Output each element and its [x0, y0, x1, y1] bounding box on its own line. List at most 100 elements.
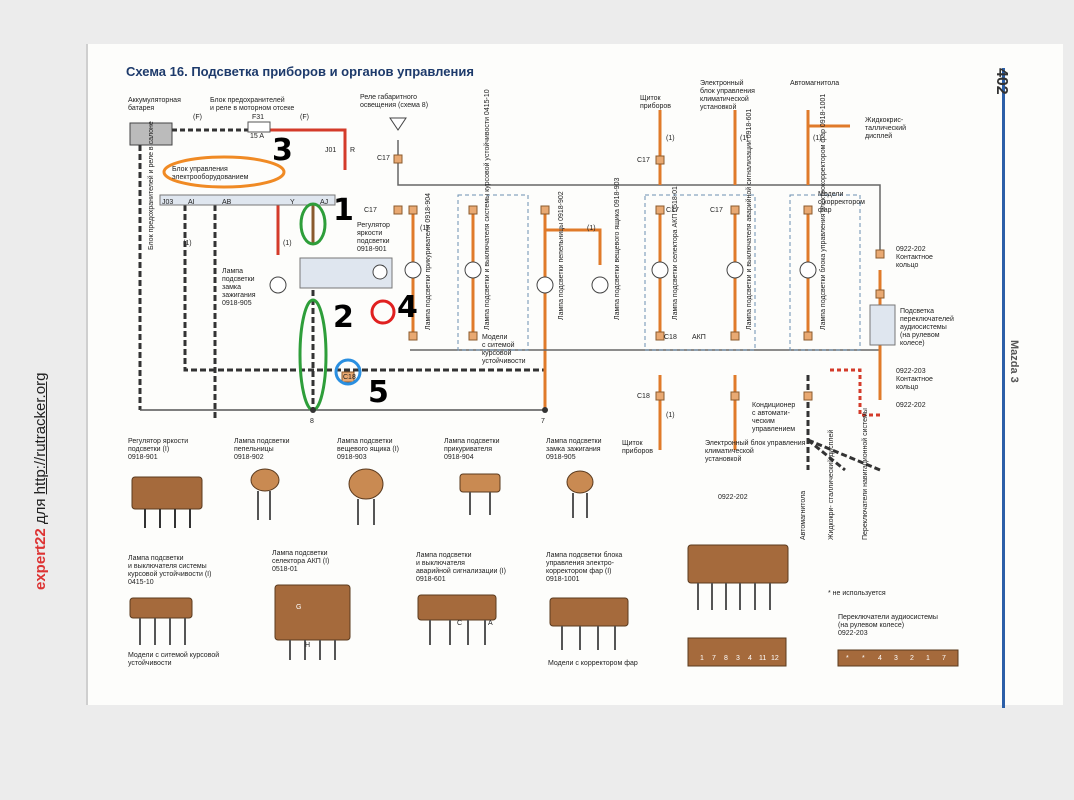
connector-0922-202	[687, 544, 789, 584]
pin-203-1: 1	[926, 655, 930, 662]
annotation-1: 1	[333, 193, 354, 228]
headlamp-models-box	[789, 194, 861, 351]
vlabel-glovebox: Лампа подсветки вещевого ящика 0918-903	[614, 177, 621, 320]
pin-203-b: *	[862, 655, 865, 662]
lamp-akp	[651, 261, 669, 279]
note-not-used: * не используется	[828, 590, 886, 597]
wire-fuse-red	[270, 128, 347, 170]
lamp-dimmer	[372, 264, 388, 280]
conn-label-0518-01: Лампа подсветки селектора АКП (I) 0518-0…	[272, 550, 330, 573]
conn-label-0918-905: Лампа подсветки замка зажигания 0918-905	[546, 438, 602, 461]
wire-label-ab: AB	[222, 199, 232, 206]
note-headlamp-models: Модели с корректором фар	[548, 660, 638, 667]
label-fuse-box-cabin: Блок предохранителей и реле в салоне	[148, 121, 155, 250]
label-lcd-bottom: Жидкокри- сталлический дисплей	[828, 429, 835, 540]
wire-label-j03: J03	[162, 199, 174, 206]
pin-202-4: 4	[748, 655, 752, 662]
page-title: Схема 16. Подсветка приборов и органов у…	[126, 64, 474, 79]
pin-letter-c: C	[457, 620, 463, 627]
conn-label-0918-904: Лампа подсветки прикуривателя 0918-904	[444, 438, 500, 461]
vlabel-lighter: Лампа подсветки прикуривателя 0918-904	[425, 193, 432, 330]
label-nav-bottom: Переключатели навигационной системы	[862, 408, 869, 540]
label-ring-code-202: 0922-202	[896, 402, 926, 409]
pin-202-1: 1	[700, 655, 704, 662]
conn-label-0415-10: Лампа подсветки и выключателя системы ку…	[128, 555, 212, 586]
pin-203-3: 3	[894, 655, 898, 662]
label-fuse: F31	[252, 114, 265, 121]
label-dash-bottom: Щиток приборов	[622, 440, 654, 455]
pin-202-11: 11	[759, 655, 767, 662]
wire-label-1-b: (1)	[283, 240, 292, 247]
label-contact-ring-2: 0922-203 Контактное кольцо	[896, 368, 933, 391]
lamp-hazard	[726, 261, 744, 279]
pin-202-8: 8	[724, 655, 728, 662]
wire-label-f-2: (F)	[300, 114, 309, 121]
wire-nav-bottom	[807, 438, 881, 472]
annotation-4: 4	[397, 290, 418, 325]
wire-label-f-1: (F)	[193, 114, 202, 121]
wire-label-aj: AJ	[320, 199, 329, 206]
label-cruise-models: Модели с ситемой курсовой устойчивости	[482, 334, 526, 365]
annotation-5-circle	[334, 358, 362, 386]
annotation-1-ellipse	[299, 202, 327, 246]
connector-0922-202-face	[687, 637, 787, 667]
fuse-f31	[247, 121, 271, 133]
label-contact-ring-1: 0922-202 Контактное кольцо	[896, 246, 933, 269]
wire-label-1-g: (1)	[813, 135, 822, 142]
wire-label-j01: J01	[325, 147, 337, 154]
pin-202-7: 7	[712, 655, 716, 662]
pin-203-7: 7	[942, 655, 946, 662]
label-ignition-lamp: Лампа подсветки замка зажигания 0918-905	[222, 268, 256, 307]
connector-0918-903	[348, 468, 384, 500]
pin-202-3: 3	[736, 655, 740, 662]
wire-label-c17-d: C17	[666, 207, 679, 214]
pin-203-4: 4	[878, 655, 882, 662]
wire-label-1-e: (1)	[666, 135, 675, 142]
vlabel-headlamp: Лампа подсветки блока управления электро…	[820, 93, 827, 330]
label-relay-parking: Реле габаритного освещения (схема 8)	[360, 94, 429, 109]
vlabel-cruise: Лампа подсветки и выключателя системы ку…	[484, 89, 491, 330]
annotation-5: 5	[368, 375, 389, 410]
label-electrical-unit: Блок управления электрооборудованием	[172, 166, 249, 181]
pin-letter-a: A	[488, 620, 493, 627]
label-climate-bottom: Электронный блок управления климатическо…	[705, 440, 806, 463]
wire-label-1-h: (1)	[666, 412, 675, 419]
label-headlamp-models: Модели с корректором фар	[818, 191, 865, 214]
pin-letter-g: G	[296, 604, 302, 611]
wire-steering-return	[830, 368, 880, 417]
note-0922-202: 0922-202	[718, 494, 748, 501]
cruise-models-box	[457, 194, 529, 351]
pin-203-a: *	[846, 655, 849, 662]
connector-0918-905	[566, 470, 594, 494]
wire-label-1-f: (1)	[740, 135, 749, 142]
lamp-headlamp	[799, 261, 817, 279]
parking-relay-arrow	[389, 117, 407, 131]
schematic-page	[86, 44, 1063, 705]
audio-light-block	[869, 304, 896, 346]
ground-label-7: 7	[541, 418, 545, 425]
pin-letter-h: H	[305, 642, 311, 649]
wire-label-r: R	[350, 147, 356, 154]
connector-0918-601	[417, 594, 497, 621]
wire-label-c18-c: C18	[343, 374, 356, 381]
note-cruise-models: Модели с ситемой курсовой устойчивости	[128, 652, 220, 667]
battery-symbol	[129, 122, 173, 146]
conn-label-0918-1001: Лампа подсветки блока управления электро…	[546, 552, 623, 583]
connector-0918-904	[459, 473, 501, 493]
vlabel-ashtray: Лампа подсветки пепельницы 0918-902	[558, 191, 565, 320]
wire-lcd-bottom	[807, 438, 846, 472]
conn-label-0918-601: Лампа подсветки и выключателя аварийной …	[416, 552, 506, 583]
wire-label-c17-b: C17	[364, 207, 377, 214]
wire-label-1-a: (1)	[183, 240, 192, 247]
label-ac: Кондиционер с автомати- ческим управлени…	[752, 402, 796, 433]
ground-point-8	[310, 407, 316, 413]
connector-0918-1001	[549, 597, 629, 627]
conn-label-0918-903: Лампа подсветки вещевого ящика (I) 0918-…	[337, 438, 399, 461]
label-akp: АКП	[692, 334, 706, 341]
wire-label-c18-b: C18	[637, 393, 650, 400]
label-battery: Аккумуляторная батарея	[128, 97, 181, 112]
connector-0415-10	[129, 597, 193, 619]
wire-label-c17-e: C17	[710, 207, 723, 214]
lamp-glovebox	[591, 276, 609, 294]
